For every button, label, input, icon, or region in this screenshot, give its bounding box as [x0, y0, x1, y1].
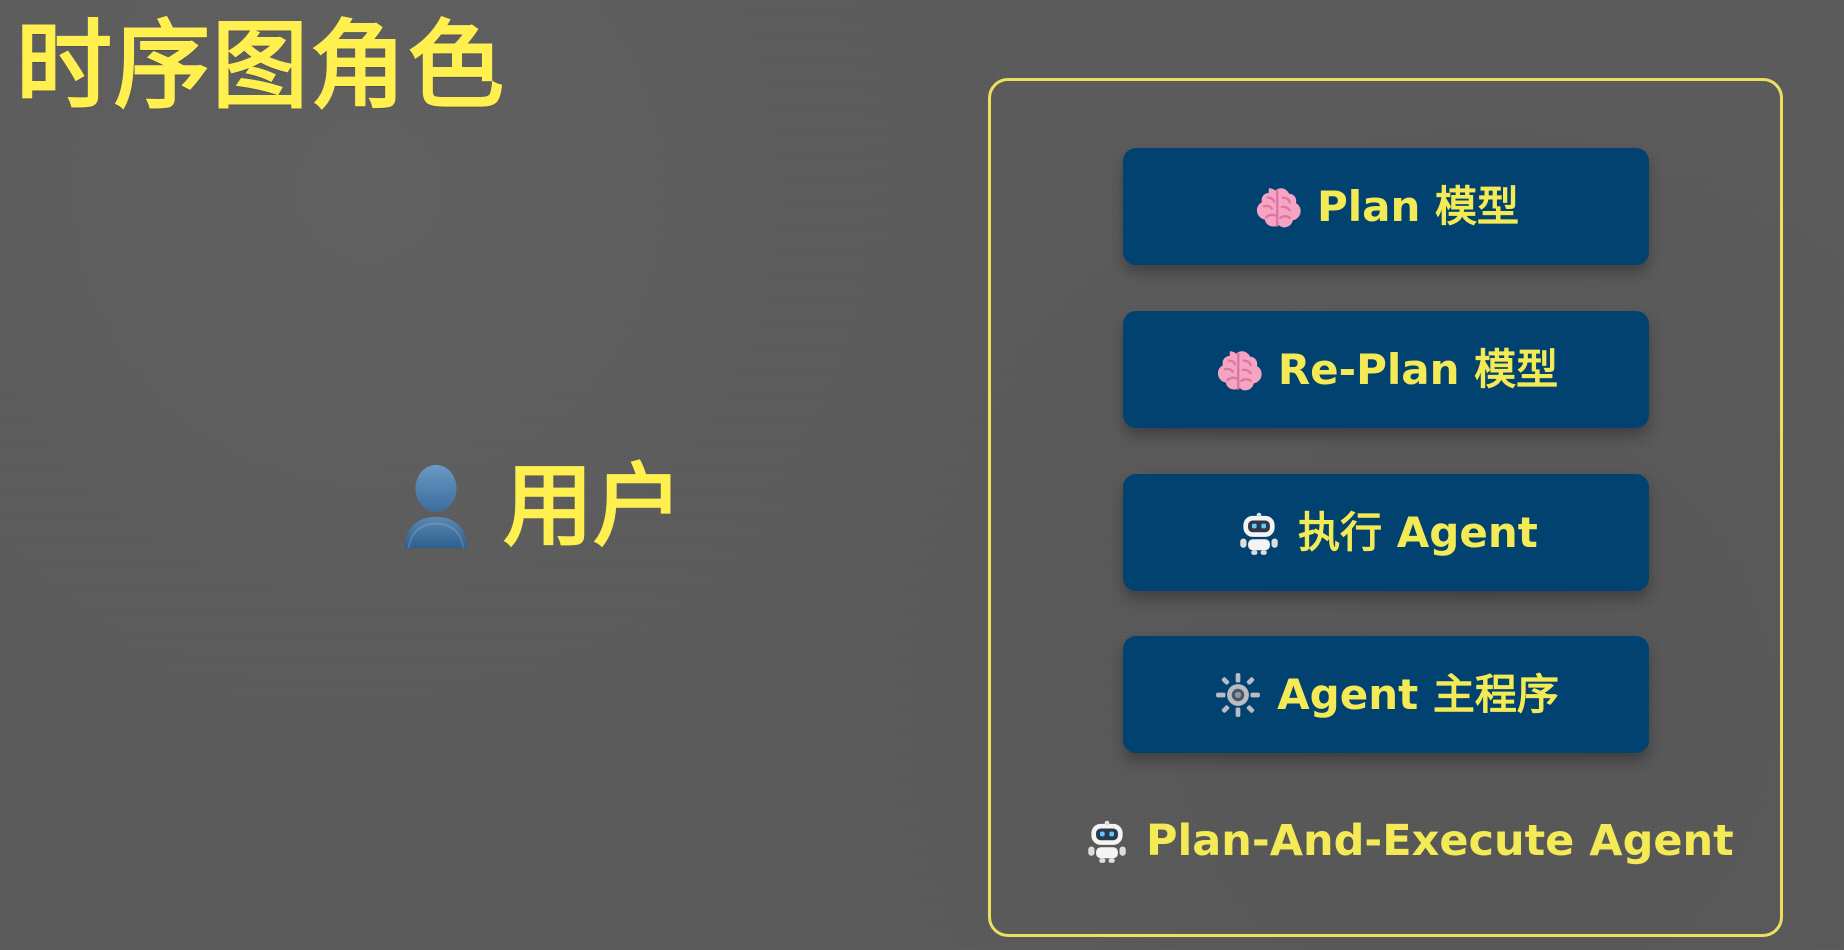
robot-icon [1082, 816, 1132, 866]
user-label: 用户 [503, 454, 683, 559]
gear-icon [1213, 670, 1263, 720]
agent-main-program-label: Agent 主程序 [1277, 669, 1559, 719]
agent-group-frame [988, 78, 1783, 937]
user-role: 用户 [387, 455, 683, 559]
agent-main-program-card: Agent 主程序 [1123, 636, 1649, 753]
plan-and-execute-agent-label: Plan-And-Execute Agent [1082, 815, 1734, 867]
execute-agent-label: 执行 Agent [1298, 507, 1538, 557]
brain-icon [1214, 345, 1264, 395]
plan-model-label: Plan 模型 [1316, 181, 1520, 231]
replan-model-label: Re-Plan 模型 [1277, 344, 1559, 394]
page-title: 时序图角色 [16, 10, 506, 122]
execute-agent-card: 执行 Agent [1123, 474, 1649, 591]
replan-model-card: Re-Plan 模型 [1123, 311, 1649, 428]
robot-icon [1234, 508, 1284, 558]
brain-icon [1253, 182, 1303, 232]
user-icon [387, 458, 485, 556]
plan-model-card: Plan 模型 [1123, 148, 1649, 265]
plan-and-execute-agent-text: Plan-And-Execute Agent [1146, 815, 1734, 866]
